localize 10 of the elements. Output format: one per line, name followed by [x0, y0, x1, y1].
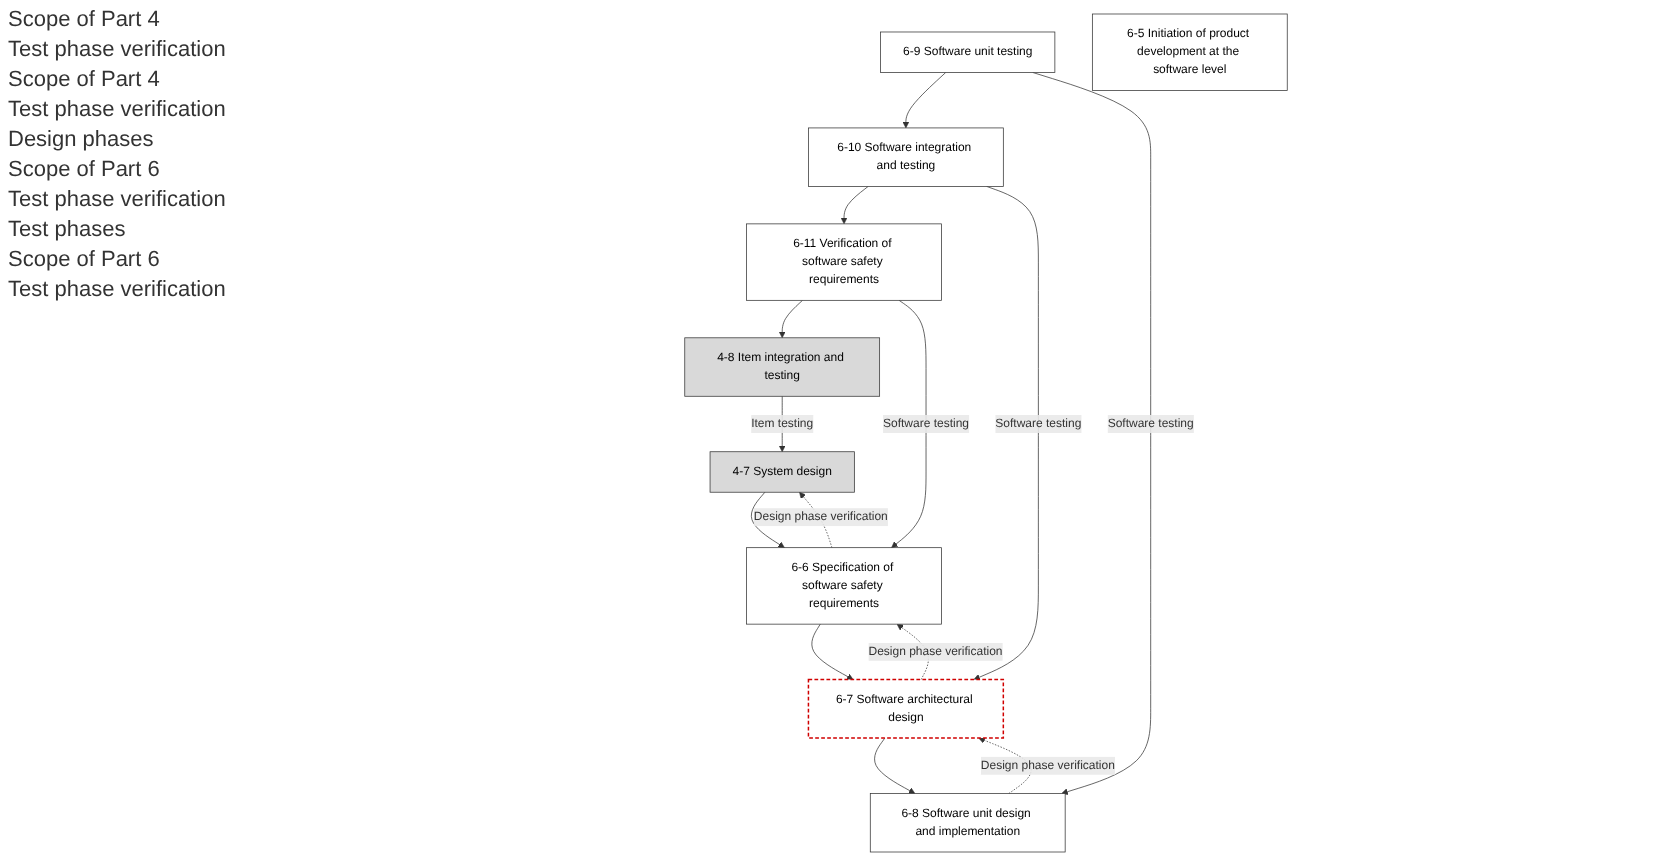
note-label: Test phase verification	[8, 98, 228, 122]
note-label: Test phase verification	[8, 278, 228, 302]
note-label: Scope of Part 4	[8, 8, 162, 32]
note-label: Scope of Part 6	[8, 248, 162, 272]
note-label: Design phases	[8, 128, 156, 152]
note-label: Scope of Part 4	[8, 68, 162, 92]
note-label: Scope of Part 6	[8, 158, 162, 182]
note-label: Test phase verification	[8, 38, 228, 62]
note-label: Test phases	[8, 218, 128, 242]
note-label: Test phase verification	[8, 188, 228, 212]
